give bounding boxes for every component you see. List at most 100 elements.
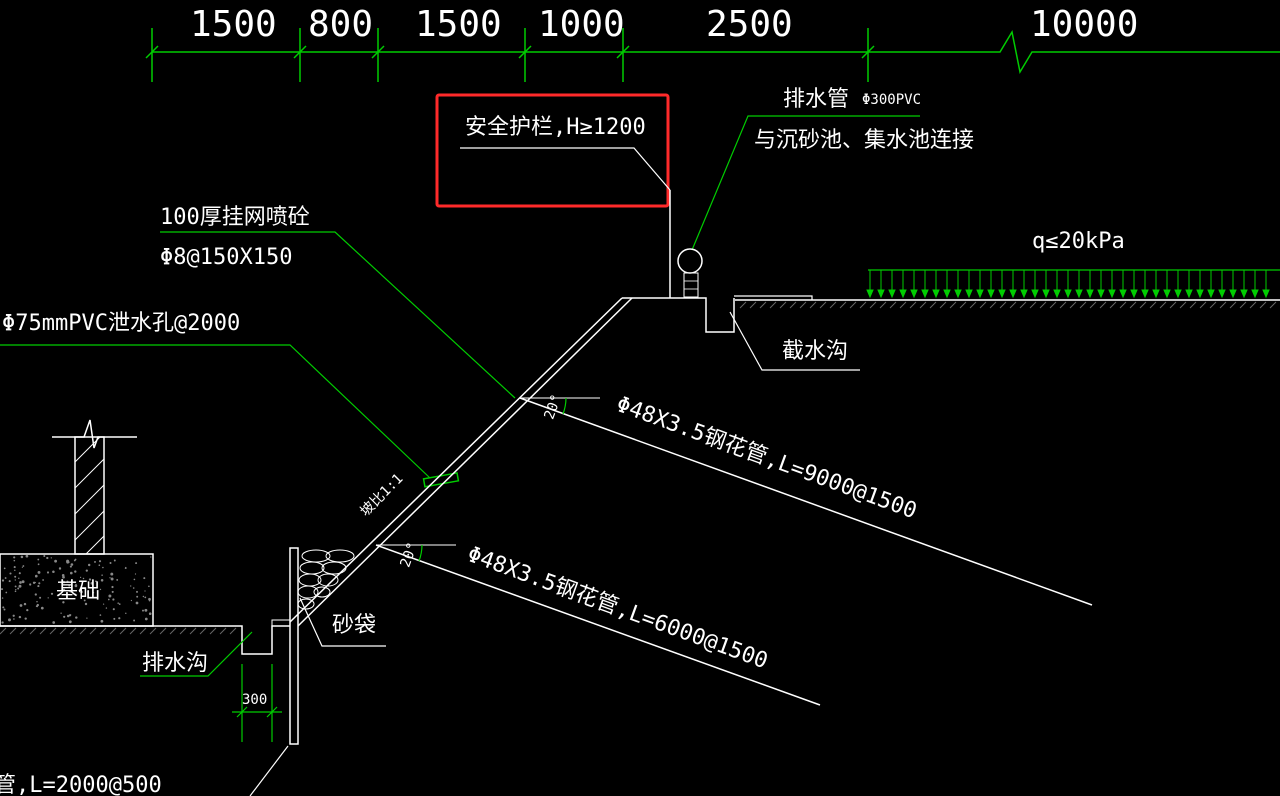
- hatch-stroke: [739, 301, 747, 309]
- foundation-dot: [92, 581, 94, 583]
- dim-1500-a: 1500: [190, 4, 277, 45]
- hatch-stroke: [989, 301, 997, 309]
- foundation-dot: [12, 614, 15, 617]
- foundation-dot: [144, 590, 146, 592]
- foundation-dot: [26, 608, 29, 612]
- hatch-stroke: [1269, 301, 1277, 309]
- bottom-pipe-leader: [249, 745, 289, 796]
- wall-break: [52, 419, 137, 449]
- hatch-stroke: [939, 301, 947, 309]
- foundation-dot: [99, 588, 102, 591]
- foundation-dot: [70, 563, 74, 566]
- foundation-dot: [86, 617, 88, 619]
- foundation-dot: [8, 618, 11, 622]
- foundation-dot: [136, 595, 139, 598]
- hatch-stroke: [1229, 301, 1237, 309]
- foundation-dot: [29, 583, 32, 586]
- hatch-stroke: [1209, 301, 1217, 309]
- drain-pipe-leader: [691, 115, 920, 251]
- foundation-dot: [50, 557, 52, 559]
- drain-pipe-note: 与沉砂池、集水池连接: [754, 128, 974, 153]
- foundation-dot: [95, 580, 97, 583]
- foundation-dot: [38, 582, 41, 585]
- load-arrowhead: [1240, 289, 1248, 299]
- foundation-dot: [5, 591, 8, 594]
- foundation-dot: [110, 577, 114, 581]
- hatch-stroke: [99, 627, 107, 635]
- foundation-dot: [142, 609, 144, 612]
- hatch-stroke: [1179, 301, 1187, 309]
- foundation-dot: [118, 617, 121, 620]
- foundation-dot: [69, 589, 72, 593]
- hatch-stroke: [1089, 301, 1097, 309]
- base-ground: [0, 625, 290, 655]
- foundation-dot: [84, 602, 88, 606]
- foundation-dot: [54, 559, 57, 563]
- foundation-dot: [14, 579, 16, 581]
- hatch-stroke: [1199, 301, 1207, 309]
- wall: [74, 436, 105, 555]
- foundation-dot: [74, 570, 77, 573]
- foundation-dot: [74, 593, 76, 595]
- dim-10000: 10000: [1030, 4, 1138, 45]
- foundation-dot: [100, 579, 104, 582]
- foundation-dot: [18, 577, 20, 579]
- hatch-stroke: [849, 301, 857, 309]
- hatch-stroke: [1019, 301, 1027, 309]
- load-arrowhead: [1108, 289, 1116, 299]
- foundation-dot: [25, 554, 29, 558]
- hatch-stroke: [879, 301, 887, 309]
- hatch-stroke: [749, 301, 757, 309]
- foundation-dot: [37, 563, 40, 566]
- hatch-stroke: [79, 627, 87, 635]
- foundation-dot: [105, 607, 108, 609]
- sandbags: [297, 549, 355, 610]
- foundation-dot: [84, 588, 87, 590]
- foundation-dot: [34, 581, 36, 584]
- ground-hatch-right: [739, 301, 1277, 309]
- foundation-dot: [79, 576, 82, 579]
- foundation-dot: [62, 575, 65, 579]
- load-arrowhead: [1009, 289, 1017, 299]
- foundation-dot: [43, 554, 46, 558]
- foundation-dot: [46, 556, 49, 560]
- angle-arc-lower: [418, 544, 423, 562]
- load-arrowhead: [998, 289, 1006, 299]
- hatch-stroke: [129, 627, 137, 635]
- pipe-lower: [375, 544, 821, 706]
- foundation-dot: [75, 583, 77, 586]
- foundation-dot: [13, 556, 16, 559]
- hatch-stroke: [999, 301, 1007, 309]
- foundation-dot: [62, 601, 65, 604]
- load-arrowhead: [1163, 289, 1171, 299]
- foundation-dot: [39, 596, 42, 599]
- foundation-dot: [21, 580, 25, 584]
- weep-hole-label: Φ75mmPVC泄水孔@2000: [2, 311, 240, 336]
- hatch-stroke: [959, 301, 967, 309]
- foundation-dot: [66, 559, 70, 563]
- hatch-stroke: [969, 301, 977, 309]
- hatch-stroke: [889, 301, 897, 309]
- drain-ditch-label: 排水沟: [142, 651, 208, 676]
- foundation-dot: [4, 577, 7, 579]
- foundation-dot: [13, 566, 16, 569]
- foundation-dot: [37, 558, 40, 561]
- foundation-dot: [52, 621, 56, 624]
- foundation-label: 基础: [56, 579, 100, 604]
- foundation-dot: [14, 575, 17, 578]
- hatch-stroke: [1119, 301, 1127, 309]
- load-arrowhead: [1174, 289, 1182, 299]
- slope-ratio-label: 坡比1:1: [357, 471, 406, 520]
- hatch-stroke: [1109, 301, 1117, 309]
- drain-pipe-spec: Φ300PVC: [862, 92, 921, 108]
- foundation-dot: [111, 585, 114, 589]
- drain-pipe-icon: [677, 248, 703, 274]
- railing-highlight-box[interactable]: [435, 93, 670, 208]
- foundation-dot: [46, 571, 50, 574]
- foundation-dot: [118, 603, 121, 605]
- foundation-dot: [60, 612, 62, 614]
- hatch-stroke: [1239, 301, 1247, 309]
- foundation-dot: [92, 592, 95, 594]
- ditch-width-label: 300: [242, 692, 267, 708]
